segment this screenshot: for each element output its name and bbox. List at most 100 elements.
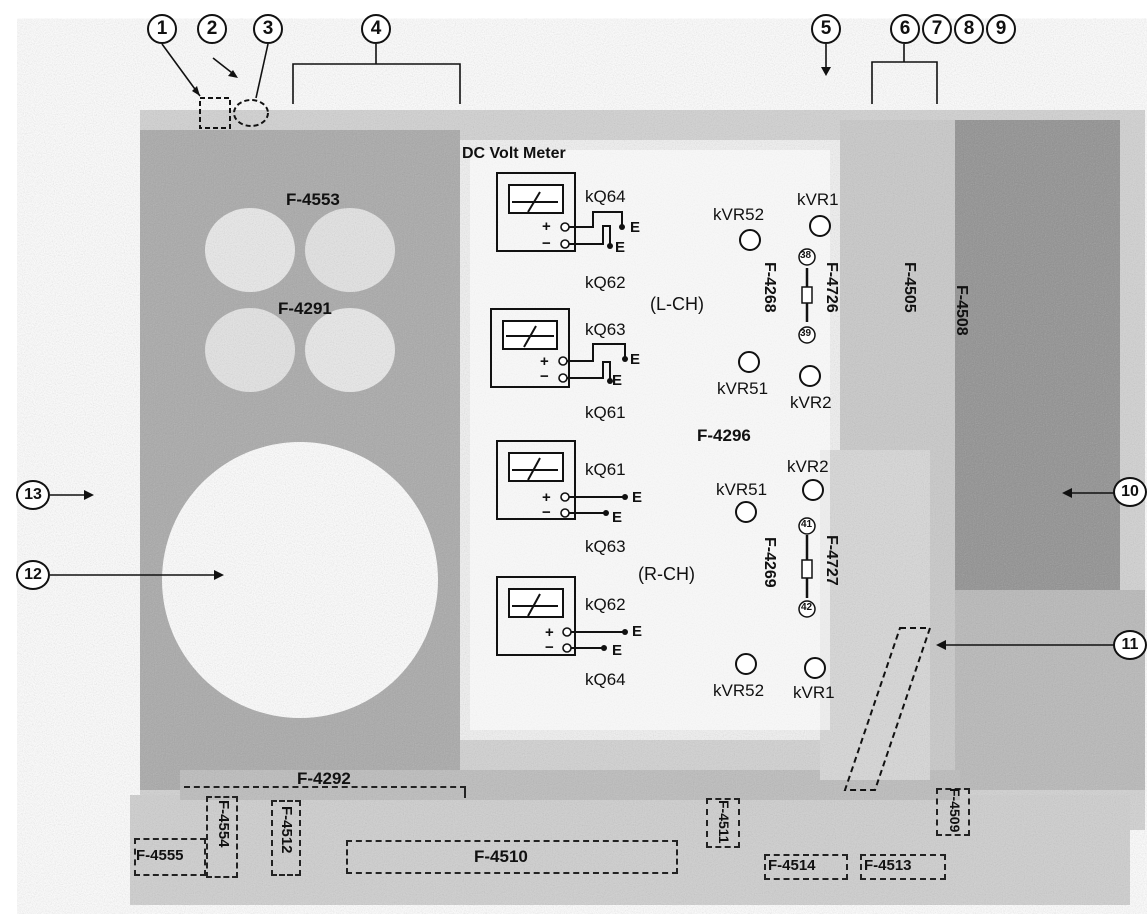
meter-1-earth-bottom: E	[615, 239, 626, 256]
board-f4508: F-4508	[953, 285, 970, 336]
label-l-ch: (L-CH)	[650, 294, 704, 314]
board-f4513: F-4513	[864, 857, 912, 874]
meter-2-face	[502, 320, 558, 350]
label-r-ch: (R-CH)	[638, 564, 695, 584]
meter-3-plus: +	[542, 489, 551, 506]
label-kvr1-top: kVR1	[797, 190, 839, 209]
dc-volt-meter-title: DC Volt Meter	[462, 145, 566, 162]
arrowhead-10	[1062, 488, 1072, 498]
meter-1-bottom-label: kQ62	[585, 273, 626, 292]
meter-1-earth-top: E	[630, 219, 641, 236]
outline-f4555	[134, 838, 206, 876]
outline-f4511	[706, 798, 740, 848]
meter-4-earth-top: E	[632, 623, 643, 640]
meter-2-body	[490, 308, 570, 388]
meter-4-face	[508, 588, 564, 618]
arrowhead-12	[214, 570, 224, 580]
meter-3-earth-top: E	[632, 489, 643, 506]
arrowhead-2	[228, 70, 238, 78]
meter-2-minus: −	[540, 368, 549, 385]
callout-1: 1	[147, 14, 177, 44]
callout-5: 5	[811, 14, 841, 44]
outline-f4509	[936, 788, 970, 836]
meter-1-face	[508, 184, 564, 214]
board-f4509: F-4509	[947, 788, 963, 833]
board-f4553: F-4553	[286, 190, 340, 209]
board-f4292: F-4292	[297, 769, 351, 788]
board-f4268: F-4268	[761, 262, 778, 313]
board-f4505: F-4505	[901, 262, 918, 313]
label-kvr51-bottom: kVR51	[716, 480, 768, 499]
test-point-41: 41	[801, 519, 813, 530]
callout-6: 6	[890, 14, 920, 44]
arrowhead-13	[84, 490, 94, 500]
meter-1-top-label: kQ64	[585, 187, 626, 206]
board-f4511: F-4511	[716, 800, 732, 844]
meter-1-body	[496, 172, 576, 252]
outline-f4554	[206, 796, 238, 878]
meter-2-top-label: kQ63	[585, 320, 626, 339]
test-point-39: 39	[800, 328, 812, 339]
meter-4-earth-bottom: E	[612, 642, 623, 659]
arrowheads	[84, 67, 1072, 650]
callout-7: 7	[922, 14, 952, 44]
outline-11	[843, 627, 932, 791]
label-kvr2-top: kVR2	[790, 393, 832, 412]
board-f4554: F-4554	[215, 800, 232, 848]
meter-3-earth-bottom: E	[612, 509, 623, 526]
meter-3-minus: −	[542, 504, 551, 521]
leader-3	[255, 43, 269, 99]
test-point-38: 38	[800, 250, 812, 261]
board-f4296: F-4296	[697, 426, 751, 445]
meter-1-plus: +	[542, 218, 551, 235]
board-f4269: F-4269	[761, 537, 778, 588]
meter-3-body	[496, 440, 576, 520]
board-f4726: F-4726	[823, 262, 840, 313]
bracket-6-9	[871, 44, 938, 104]
board-f4514: F-4514	[768, 857, 816, 874]
board-f4512: F-4512	[278, 806, 295, 854]
outline-f4514	[764, 854, 848, 880]
meter-4-minus: −	[545, 639, 554, 656]
meter-4-bottom-label: kQ64	[585, 670, 626, 689]
label-kvr52-top: kVR52	[713, 205, 765, 224]
meter-4-body	[496, 576, 576, 656]
test-point-42: 42	[801, 602, 813, 613]
arrowhead-1	[192, 86, 200, 96]
outline-1	[199, 97, 231, 129]
outline-f4292	[184, 786, 466, 798]
callout-8: 8	[954, 14, 984, 44]
outline-3	[233, 99, 269, 127]
label-kvr1-bottom: kVR1	[793, 683, 835, 702]
outline-f4513	[860, 854, 946, 880]
board-f4510: F-4510	[474, 847, 528, 866]
meter-3-face	[508, 452, 564, 482]
callout-2: 2	[197, 14, 227, 44]
bracket-4	[292, 44, 461, 104]
label-kvr2-bottom: kVR2	[787, 457, 829, 476]
arrowhead-11	[936, 640, 946, 650]
label-kvr52-bottom: kVR52	[713, 681, 765, 700]
board-f4727: F-4727	[823, 535, 840, 586]
label-kvr51-top: kVR51	[717, 379, 769, 398]
meter-3-bottom-label: kQ63	[585, 537, 626, 556]
callout-13: 13	[16, 480, 50, 510]
callout-4: 4	[361, 14, 391, 44]
meter-4-plus: +	[545, 624, 554, 641]
leader-1	[161, 43, 201, 97]
leader-lines	[50, 43, 1118, 646]
meter-3-top-label: kQ61	[585, 460, 626, 479]
callout-11: 11	[1113, 630, 1147, 660]
board-f4555: F-4555	[136, 847, 184, 864]
outline-f4510	[346, 840, 678, 874]
meter-2-earth-top: E	[630, 351, 641, 368]
meter-4-top-label: kQ62	[585, 595, 626, 614]
callout-3: 3	[253, 14, 283, 44]
meter-2-plus: +	[540, 353, 549, 370]
callout-12: 12	[16, 560, 50, 590]
outline-f4512	[271, 800, 301, 876]
meter-1-minus: −	[542, 235, 551, 252]
callout-9: 9	[986, 14, 1016, 44]
board-f4291: F-4291	[278, 299, 332, 318]
